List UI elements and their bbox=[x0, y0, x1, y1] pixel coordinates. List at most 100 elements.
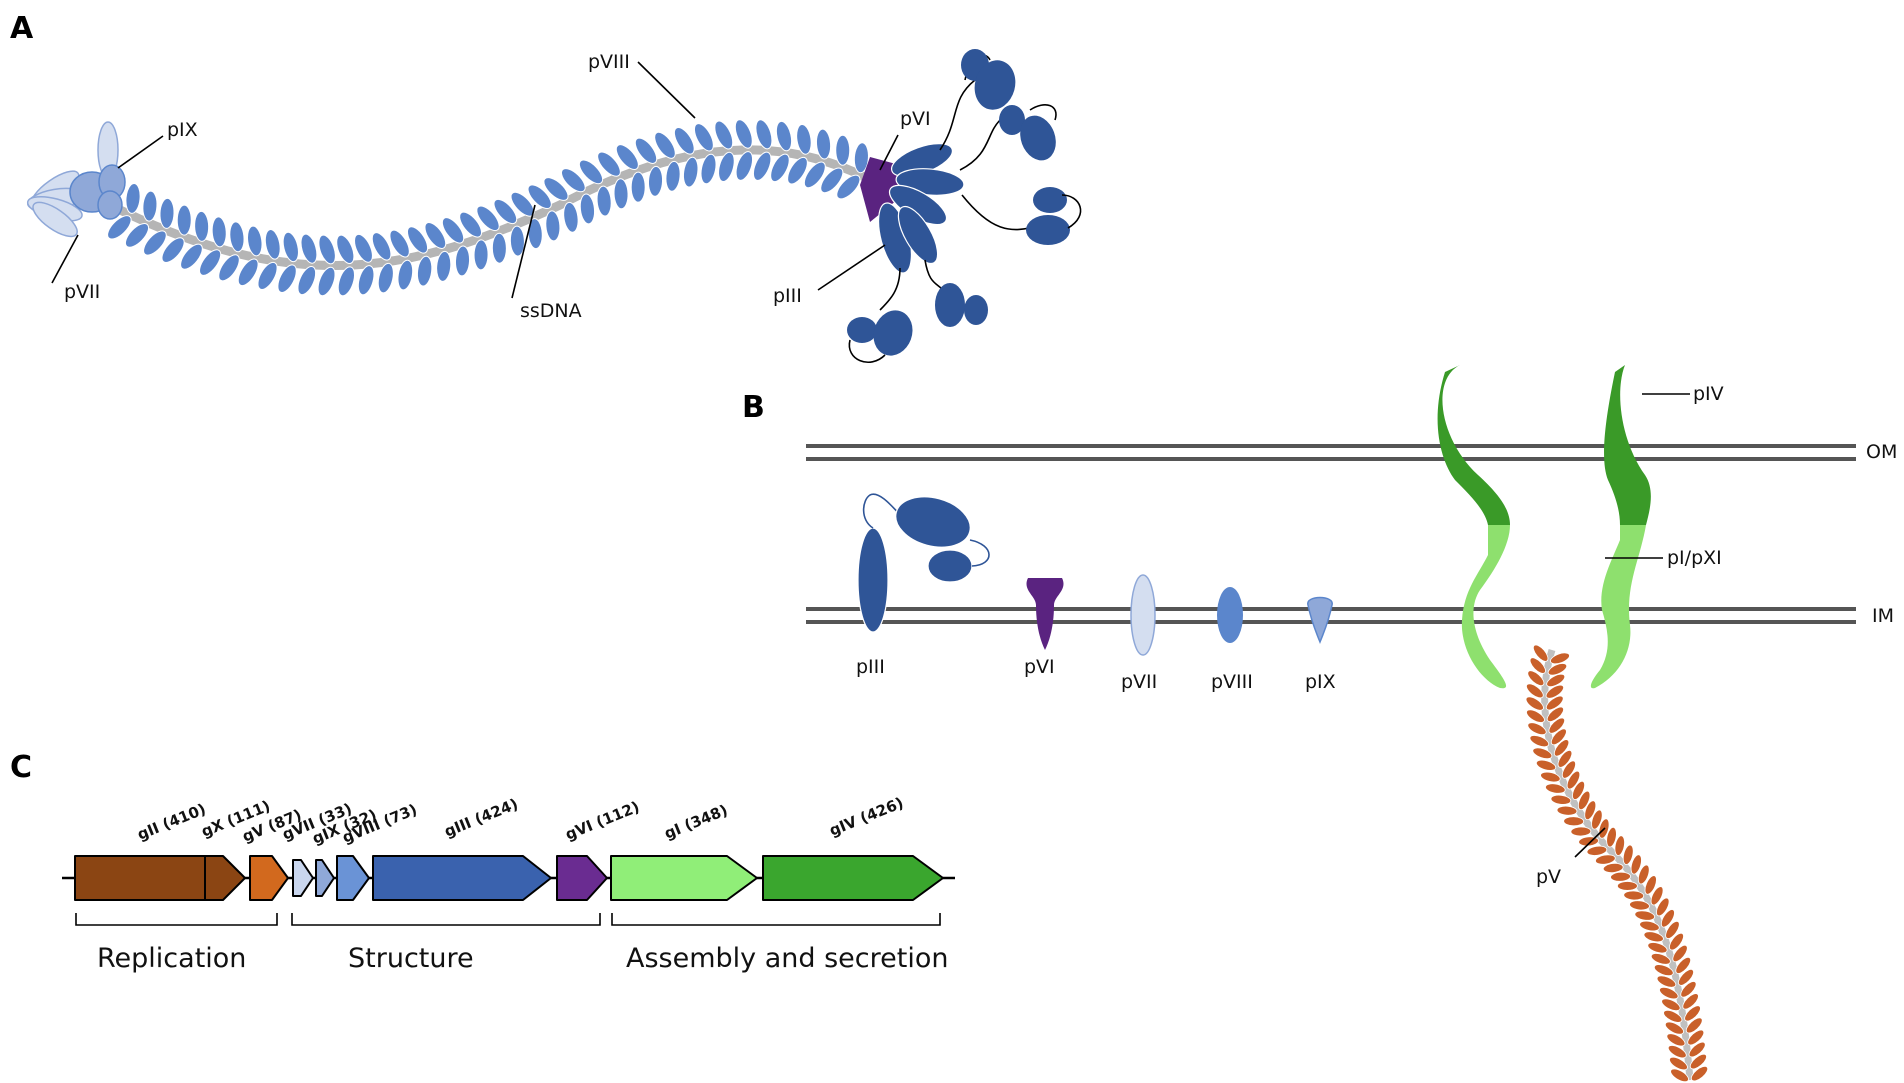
group-label-structure: Structure bbox=[348, 943, 474, 974]
pv-monomer bbox=[1682, 993, 1699, 1010]
pv-monomer bbox=[1553, 739, 1570, 757]
pviii-subunit bbox=[317, 266, 336, 297]
pv-monomer bbox=[1675, 956, 1692, 974]
pviii-subunit bbox=[615, 144, 639, 170]
label-im: IM bbox=[1872, 605, 1894, 627]
pv-monomer bbox=[1602, 862, 1624, 874]
legend-pix: pIX bbox=[1305, 596, 1336, 693]
pv-monomer bbox=[1650, 953, 1671, 965]
pv-monomer bbox=[1661, 998, 1681, 1012]
pv-monomer bbox=[1556, 805, 1578, 816]
bracket-assembly: Assembly and secretion bbox=[611, 913, 948, 974]
gene-arrow bbox=[372, 855, 552, 901]
gene-arrow bbox=[610, 855, 758, 901]
pv-monomer bbox=[1532, 747, 1553, 760]
pviii-subunit bbox=[357, 265, 375, 296]
pviii-subunit bbox=[125, 182, 141, 214]
pviii-subunit bbox=[229, 221, 245, 253]
label-piii: pIII bbox=[773, 285, 802, 307]
pviii-subunit bbox=[853, 142, 869, 174]
pviii-subunit bbox=[454, 245, 471, 277]
pv-monomer bbox=[1529, 735, 1550, 748]
pviii-subunit bbox=[180, 243, 203, 270]
pviii-subunit bbox=[714, 120, 734, 150]
pviii-subunit bbox=[277, 264, 297, 293]
pviii-subunit bbox=[596, 185, 612, 217]
pviii-subunit bbox=[424, 222, 447, 249]
pviii-subunit bbox=[371, 232, 392, 261]
legend-label-pix: pIX bbox=[1305, 671, 1336, 693]
pv-monomer bbox=[1535, 759, 1557, 771]
pv-monomer bbox=[1546, 673, 1566, 688]
label-piv: pIV bbox=[1693, 383, 1724, 405]
pviii-subunit bbox=[803, 161, 826, 189]
pv-monomer bbox=[1584, 800, 1597, 821]
pv-monomer bbox=[1548, 717, 1566, 734]
pviii-subunit bbox=[441, 217, 465, 244]
pv-monomer bbox=[1680, 981, 1697, 998]
label-om: OM bbox=[1866, 441, 1897, 463]
pviii-subunit bbox=[563, 201, 579, 233]
pv-monomer bbox=[1545, 684, 1565, 699]
pv-monomer bbox=[1595, 854, 1616, 865]
legend-piii: pIII bbox=[856, 493, 990, 678]
legend-label-pviii: pVIII bbox=[1211, 671, 1253, 693]
pviii-subunit bbox=[377, 262, 394, 294]
pv-monomer bbox=[1666, 1033, 1686, 1047]
pviii-subunit bbox=[161, 237, 185, 263]
pviii-subunit bbox=[735, 151, 754, 181]
pviii-subunit bbox=[597, 151, 621, 177]
pviii-subunit bbox=[124, 223, 150, 248]
pviii-subunit bbox=[491, 232, 507, 264]
pv-monomer bbox=[1527, 670, 1545, 687]
pv-monomer bbox=[1577, 790, 1591, 811]
phage-virion bbox=[26, 49, 1082, 364]
pviii-subunit bbox=[247, 225, 263, 257]
pviii-subunit bbox=[647, 165, 664, 197]
legend-label-pvii: pVII bbox=[1121, 671, 1157, 693]
pviii-coat-upper bbox=[125, 119, 869, 265]
pviii-subunit bbox=[389, 229, 410, 258]
gene-label: gIV (426) bbox=[827, 794, 906, 840]
pviii-subunit bbox=[630, 171, 646, 203]
gene-label: gI (348) bbox=[662, 801, 730, 843]
outer-membrane bbox=[806, 444, 1856, 461]
legend-pviii: pVIII bbox=[1211, 587, 1253, 693]
pviii-subunit bbox=[337, 266, 355, 297]
pviii-subunit bbox=[682, 156, 699, 188]
pv-monomer bbox=[1650, 886, 1664, 906]
pviii-subunit bbox=[159, 197, 175, 229]
pviii-subunit bbox=[354, 233, 373, 263]
pviii-subunit bbox=[718, 151, 735, 182]
pv-monomer bbox=[1561, 760, 1576, 779]
pv-monomer bbox=[1643, 931, 1664, 943]
pv-monomer bbox=[1614, 835, 1625, 856]
pviii-subunit bbox=[527, 184, 552, 209]
pv-monomer bbox=[1622, 844, 1634, 865]
pv-monomer bbox=[1659, 986, 1679, 1000]
pv-monomer bbox=[1550, 652, 1570, 665]
pviii-subunit bbox=[297, 266, 317, 296]
pviii-subunit bbox=[282, 231, 299, 263]
pviii-subunit bbox=[142, 190, 158, 222]
pvii-pix-tip bbox=[26, 121, 126, 238]
pviii-subunit bbox=[143, 230, 167, 256]
pv-monomer bbox=[1617, 881, 1638, 891]
pviii-subunit bbox=[835, 134, 851, 166]
pviii-subunit bbox=[107, 215, 132, 240]
pv-monomer bbox=[1687, 1029, 1705, 1046]
pviii-subunit bbox=[509, 225, 525, 257]
label-pviii: pVIII bbox=[588, 51, 630, 73]
pviii-subunit bbox=[654, 131, 676, 159]
pv-monomer bbox=[1547, 663, 1568, 676]
pv-monomer bbox=[1550, 794, 1572, 805]
label-pvii: pVII bbox=[64, 281, 100, 303]
gene-arrow bbox=[74, 855, 206, 901]
pv-monomer bbox=[1525, 696, 1544, 711]
pv-monomer bbox=[1572, 780, 1586, 800]
pv-monomer bbox=[1660, 909, 1675, 928]
pviii-subunit bbox=[459, 211, 482, 238]
pv-monomer bbox=[1526, 709, 1545, 723]
label-pvi: pVI bbox=[900, 108, 931, 130]
